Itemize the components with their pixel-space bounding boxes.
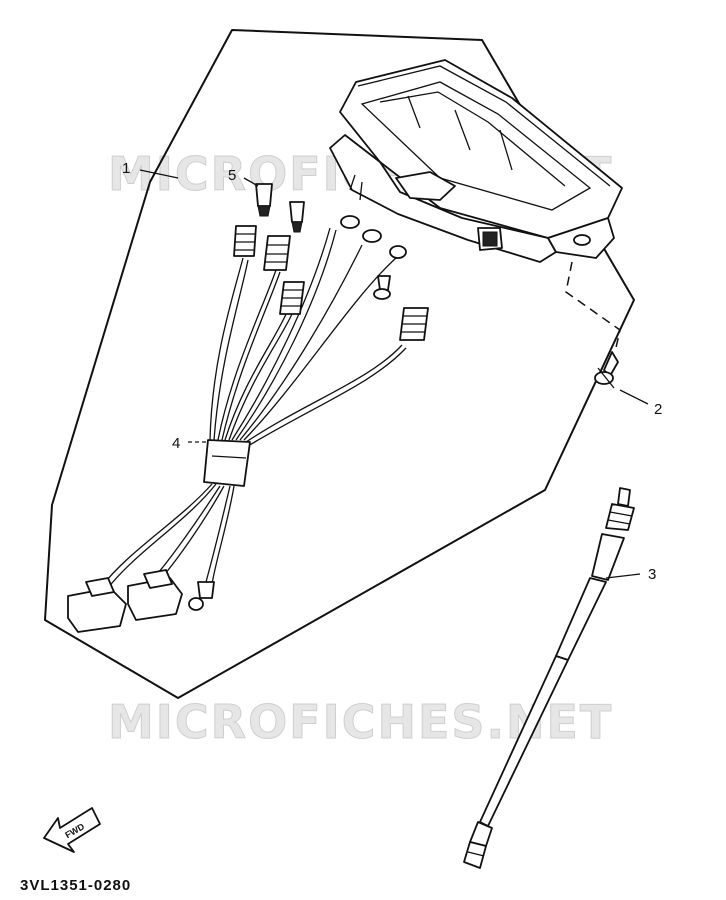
alignment-line — [565, 261, 621, 353]
callout-1: 1 — [122, 160, 130, 177]
terminal-plug — [373, 275, 391, 300]
bulb-2 — [289, 201, 305, 233]
bulb-socket-1 — [233, 225, 257, 257]
bulb-socket-3 — [279, 281, 305, 315]
fwd-arrow-icon: FWD — [43, 807, 101, 853]
speedometer-cable — [463, 487, 635, 869]
connector-2 — [127, 569, 183, 621]
connector-1 — [67, 577, 127, 633]
ring-terminals — [340, 215, 407, 259]
leader-5 — [243, 177, 259, 187]
screw — [594, 351, 619, 389]
bulb-socket-4 — [399, 307, 429, 341]
drawing-code: 3VL1351-0280 — [20, 877, 131, 894]
wire-harness — [101, 227, 407, 589]
leader-3 — [605, 573, 641, 579]
leader-2 — [619, 389, 649, 405]
callout-4: 4 — [172, 435, 180, 452]
callout-3: 3 — [648, 566, 656, 583]
bulb-socket-2 — [263, 235, 291, 271]
callout-2: 2 — [654, 401, 662, 418]
meter-housing — [329, 59, 623, 263]
bulb — [255, 183, 273, 217]
callout-5: 5 — [228, 167, 236, 184]
connector-3 — [188, 581, 215, 611]
leader-1 — [139, 169, 179, 179]
